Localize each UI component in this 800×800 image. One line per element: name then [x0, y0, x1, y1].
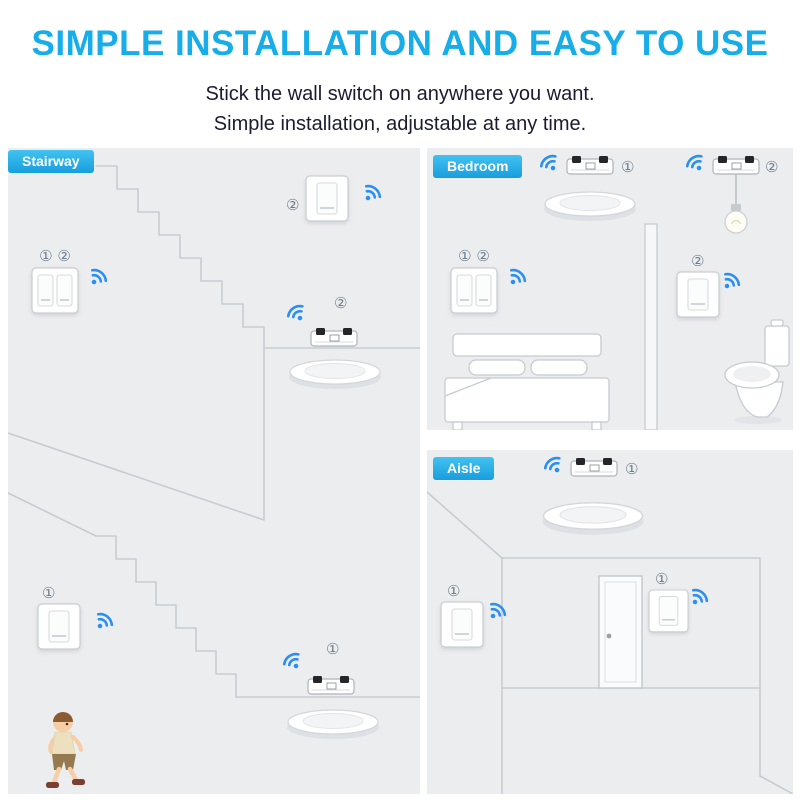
door	[598, 575, 643, 689]
ceiling-lamp-icon	[286, 709, 380, 740]
bedroom-illustration: ① ② ① ②	[444, 152, 790, 430]
header: SIMPLE INSTALLATION AND EASY TO USE Stic…	[0, 24, 800, 139]
marker-label: ②	[691, 252, 704, 270]
marker-label: ①	[42, 584, 55, 602]
receiver-icon	[712, 155, 760, 175]
wifi-icon	[358, 182, 384, 207]
bed-illustration	[444, 333, 610, 430]
double-wall-switch-icon	[32, 268, 78, 313]
wifi-icon	[280, 650, 306, 675]
mid-ceiling-lamp-group: ②	[284, 294, 382, 390]
subtitle-line-1: Stick the wall switch on anywhere you wa…	[205, 83, 595, 105]
stairway-illustration: ② ① ② ② ① ①	[8, 165, 420, 788]
upper-wall-switch-group: ②	[286, 176, 384, 221]
bulb-socket	[731, 204, 741, 211]
bedroom-panel: Bedroom ① ② ① ②	[427, 148, 793, 430]
wall-switch-icon	[441, 602, 483, 647]
stairway-panel-label: Stairway	[8, 150, 94, 173]
double-wall-switch-group: ① ②	[32, 247, 110, 313]
marker-label: ②	[286, 196, 299, 214]
aisle-ceiling-lamp-group: ①	[541, 454, 645, 536]
light-bulb-icon	[724, 210, 748, 234]
divider-wall	[644, 223, 658, 430]
wifi-icon	[685, 586, 711, 611]
wifi-icon	[537, 152, 563, 177]
stairway-walls	[8, 165, 420, 698]
ceiling-lamp-icon	[543, 191, 637, 222]
walking-child-illustration	[46, 712, 85, 788]
wall-switch-icon	[38, 604, 80, 649]
page-title: SIMPLE INSTALLATION AND EASY TO USE	[31, 24, 769, 63]
bottom-ceiling-lamp-group: ①	[280, 640, 380, 740]
aisle-right-switch-group: ①	[649, 570, 711, 632]
marker-label: ②	[334, 294, 347, 312]
receiver-icon	[566, 155, 614, 175]
wifi-icon	[84, 266, 110, 291]
aisle-panel-label: Aisle	[433, 457, 495, 480]
marker-label: ①	[447, 582, 460, 600]
bedroom-panel-label: Bedroom	[433, 155, 523, 178]
aisle-left-switch-group: ①	[441, 582, 509, 647]
toilet-illustration	[724, 319, 790, 424]
bedroom-double-switch-group: ① ②	[451, 247, 529, 313]
bedroom-right-switch-group: ②	[677, 252, 743, 317]
aisle-panel: Aisle ① ①	[427, 450, 793, 794]
bedroom-ceiling-lamp-group: ①	[537, 152, 637, 222]
ceiling-lamp-icon	[541, 502, 645, 536]
wifi-icon	[683, 152, 709, 177]
double-wall-switch-icon	[451, 268, 497, 313]
aisle-illustration: ① ① ①	[427, 454, 793, 794]
wall-switch-icon	[677, 272, 719, 317]
marker-label: ①	[621, 158, 634, 176]
receiver-icon	[570, 457, 618, 477]
stairway-panel: Stairway ② ① ② ②	[8, 148, 420, 794]
wifi-icon	[483, 600, 509, 625]
pendant-lamp-group: ②	[683, 152, 778, 234]
receiver-icon	[307, 675, 355, 695]
wifi-icon	[541, 454, 567, 479]
ceiling-lamp-icon	[288, 359, 382, 390]
wifi-icon	[284, 302, 310, 327]
marker-label: ① ②	[39, 247, 71, 265]
marker-label: ①	[655, 570, 668, 588]
wifi-icon	[503, 266, 529, 291]
marker-label: ① ②	[458, 247, 490, 265]
wall-switch-icon	[649, 590, 688, 632]
wifi-icon	[717, 270, 743, 295]
door-knob	[606, 633, 612, 639]
receiver-icon	[310, 327, 358, 347]
marker-label: ①	[326, 640, 339, 658]
wifi-icon	[90, 610, 116, 635]
subtitle-line-2: Simple installation, adjustable at any t…	[213, 113, 587, 135]
wall-switch-icon	[306, 176, 348, 221]
marker-label: ②	[765, 158, 778, 176]
marker-label: ①	[625, 460, 638, 478]
lower-wall-switch-group: ①	[38, 584, 116, 649]
bulb-filament	[730, 220, 742, 225]
